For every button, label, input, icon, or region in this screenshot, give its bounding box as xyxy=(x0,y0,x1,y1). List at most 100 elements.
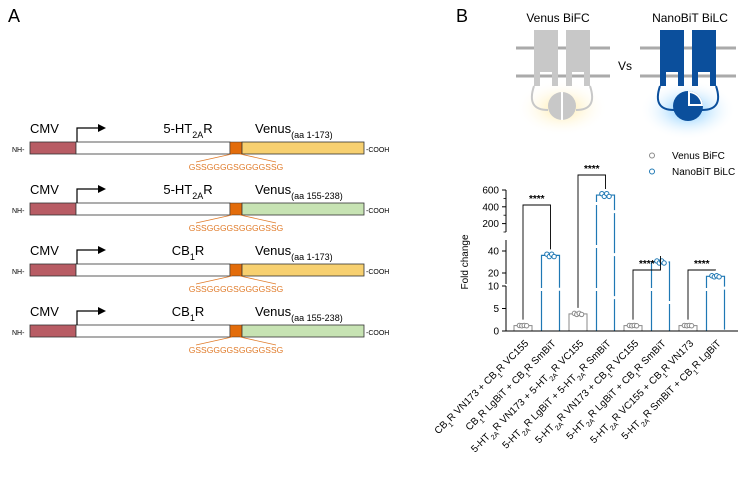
significance-label: **** xyxy=(584,164,600,175)
nh-terminus-label: NH- xyxy=(12,269,25,276)
receptor-label: 5-HT2AR xyxy=(163,182,212,201)
venus-fragment-box xyxy=(241,263,365,277)
receptor-box xyxy=(75,141,231,155)
receptor-label: 5-HT2AR xyxy=(163,121,212,140)
receptor-box xyxy=(75,263,231,277)
venus-label: Venus(aa 155-238) xyxy=(255,304,343,323)
receptor-left xyxy=(534,30,558,86)
legend-marker xyxy=(649,168,655,175)
venus-fragment-box xyxy=(241,202,365,216)
nanobit-bar xyxy=(540,254,561,331)
nh-terminus-label: NH- xyxy=(12,208,25,215)
tether xyxy=(656,85,675,111)
cooh-terminus-label: -COOH xyxy=(366,269,389,276)
nanobit-bar xyxy=(595,194,616,331)
scheme-vs: Vs xyxy=(618,59,632,73)
legend-marker xyxy=(649,152,655,159)
data-point xyxy=(551,253,557,260)
significance-label: **** xyxy=(529,194,545,205)
linker-fan xyxy=(195,214,277,224)
cooh-terminus-label: -COOH xyxy=(366,208,389,215)
significance-bracket xyxy=(522,204,551,320)
linker-sequence: GSSGGGGSGGGGSSG xyxy=(189,162,283,172)
nh-terminus-label: NH- xyxy=(12,147,25,154)
receptor-box xyxy=(75,324,231,338)
linker-box xyxy=(229,324,243,338)
cmv-promoter-box xyxy=(29,263,77,277)
arrow-head xyxy=(98,124,106,132)
transcription-arrow xyxy=(76,249,98,264)
nh-terminus-label: NH- xyxy=(12,330,25,337)
linker-fan xyxy=(195,336,277,346)
panel-a-letter: A xyxy=(8,6,20,26)
arrow-head xyxy=(98,246,106,254)
venus-fragment-box xyxy=(241,141,365,155)
receptor-left xyxy=(660,30,684,86)
tether xyxy=(701,85,720,111)
arrow-head xyxy=(98,185,106,193)
linker-sequence: GSSGGGGSGGGGSSG xyxy=(189,223,283,233)
data-point xyxy=(523,323,530,329)
data-point xyxy=(578,311,585,318)
y-axis-label: Fold change xyxy=(460,234,471,289)
significance-bracket xyxy=(632,256,661,320)
legend-label: NanoBiT BiLC xyxy=(672,167,735,178)
receptor-label: CB1R xyxy=(172,243,204,262)
transcription-arrow xyxy=(76,127,98,142)
tether xyxy=(530,85,549,111)
y-tick-label: 400 xyxy=(482,202,499,213)
construct-row: NH- -COOH CMV CB1R Venus(aa 1-173) GSSGGGGSGG… xyxy=(12,243,389,294)
y-tick-label: 5 xyxy=(493,304,499,315)
linker-box xyxy=(229,202,243,216)
cmv-label: CMV xyxy=(30,243,59,258)
nanobit-bar xyxy=(650,261,671,331)
cmv-promoter-box xyxy=(29,202,77,216)
construct-row: NH- -COOH CMV CB1R Venus(aa 155-238) GSSGGGGS… xyxy=(12,304,389,355)
scheme-right-label: NanoBiT BiLC xyxy=(652,11,728,25)
venus-label: Venus(aa 1-173) xyxy=(255,243,333,262)
transcription-arrow xyxy=(76,188,98,203)
cooh-terminus-label: -COOH xyxy=(366,330,389,337)
venus-fragment-box xyxy=(241,324,365,338)
significance-bracket xyxy=(577,174,606,308)
y-tick-label: 10 xyxy=(488,282,500,293)
arrow-head xyxy=(98,307,106,315)
scheme-illustration: Venus BiFC Vs NanoBiT BiLC xyxy=(516,11,736,140)
receptor-right xyxy=(692,30,716,86)
panel-b-letter: B xyxy=(456,6,468,26)
cmv-label: CMV xyxy=(30,304,59,319)
data-point xyxy=(661,260,667,266)
y-tick-label: 600 xyxy=(482,186,499,197)
cmv-label: CMV xyxy=(30,182,59,197)
linker-fan xyxy=(195,275,277,285)
linker-sequence: GSSGGGGSGGGGSSG xyxy=(189,284,283,294)
legend-label: Venus BiFC xyxy=(672,151,725,162)
construct-diagrams: NH- -COOH CMV 5-HT2AR Venus(aa 1-173) GSSGGGG… xyxy=(12,121,389,355)
linker-sequence: GSSGGGGSGGGGSSG xyxy=(189,345,283,355)
cmv-label: CMV xyxy=(30,121,59,136)
significance-label: **** xyxy=(639,259,655,270)
data-point xyxy=(606,193,612,200)
smbit-wedge xyxy=(690,93,701,104)
y-tick-label: 200 xyxy=(482,219,499,230)
cmv-promoter-box xyxy=(29,141,77,155)
data-point xyxy=(716,274,722,280)
venus-label: Venus(aa 1-173) xyxy=(255,121,333,140)
y-tick-label: 40 xyxy=(488,247,500,258)
receptor-label: CB1R xyxy=(172,304,204,323)
y-tick-label: 0 xyxy=(493,327,499,338)
data-point xyxy=(633,323,640,329)
significance-label: **** xyxy=(694,259,710,270)
linker-box xyxy=(229,141,243,155)
cmv-promoter-box xyxy=(29,324,77,338)
receptor-right xyxy=(566,30,590,86)
linker-fan xyxy=(195,153,277,163)
receptor-box xyxy=(75,202,231,216)
data-point xyxy=(688,323,695,329)
linker-box xyxy=(229,263,243,277)
nanobit-bar xyxy=(705,275,726,331)
